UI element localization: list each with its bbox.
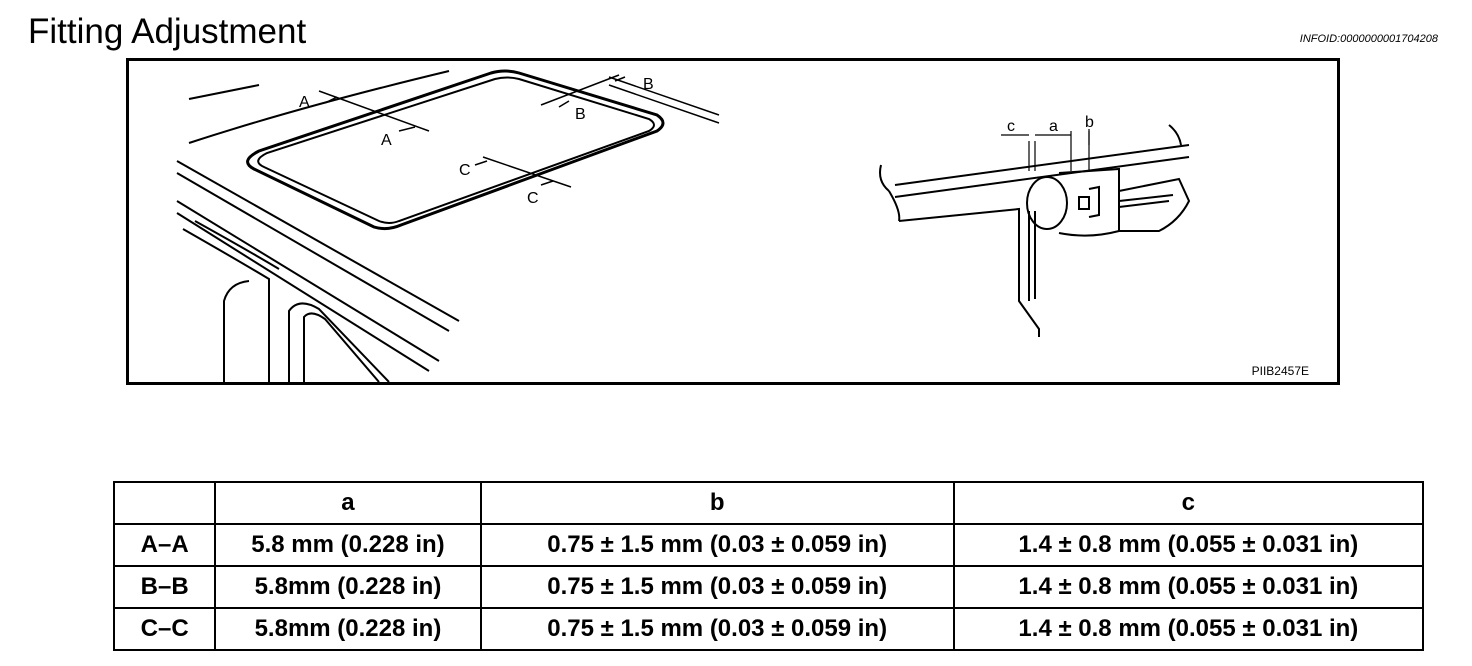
section-labels: A A B B C C c a b bbox=[299, 76, 1094, 207]
b-value-cell: 0.75 ± 1.5 mm (0.03 ± 0.059 in) bbox=[479, 565, 955, 609]
section-label-c-2: C bbox=[527, 190, 539, 207]
section-label-b-2: B bbox=[575, 106, 586, 123]
b-value-cell: 0.75 ± 1.5 mm (0.03 ± 0.059 in) bbox=[479, 607, 955, 651]
section-cell: C–C bbox=[112, 607, 217, 651]
dimension-label-b: b bbox=[1085, 114, 1094, 131]
c-value-cell: 1.4 ± 0.8 mm (0.055 ± 0.031 in) bbox=[952, 565, 1425, 609]
section-label-b-1: B bbox=[643, 76, 654, 93]
fitting-diagram: A A B B C C c a b PIIB2457E bbox=[126, 58, 1340, 385]
section-label-a-2: A bbox=[381, 132, 392, 149]
table-row: A–A 5.8 mm (0.228 in) 0.75 ± 1.5 mm (0.0… bbox=[112, 523, 1425, 567]
section-cell: B–B bbox=[112, 565, 217, 609]
table-header-cell: a bbox=[214, 481, 482, 525]
dimension-label-c: c bbox=[1007, 118, 1015, 135]
c-value-cell: 1.4 ± 0.8 mm (0.055 ± 0.031 in) bbox=[952, 523, 1425, 567]
table-header-cell: b bbox=[479, 481, 955, 525]
a-value-cell: 5.8mm (0.228 in) bbox=[214, 607, 482, 651]
page-title: Fitting Adjustment bbox=[28, 12, 307, 51]
table-row: C–C 5.8mm (0.228 in) 0.75 ± 1.5 mm (0.03… bbox=[112, 607, 1425, 651]
table-header-cell: c bbox=[952, 481, 1425, 525]
section-cell: A–A bbox=[112, 523, 217, 567]
dimension-label-a: a bbox=[1049, 118, 1058, 135]
figure-code: PIIB2457E bbox=[1251, 364, 1309, 378]
b-value-cell: 0.75 ± 1.5 mm (0.03 ± 0.059 in) bbox=[479, 523, 955, 567]
table-header-cell bbox=[112, 481, 217, 525]
c-value-cell: 1.4 ± 0.8 mm (0.055 ± 0.031 in) bbox=[952, 607, 1425, 651]
table-header-row: a b c bbox=[112, 481, 1425, 525]
diagram-drawing: A A B B C C c a b bbox=[176, 69, 1191, 382]
section-label-c-1: C bbox=[459, 162, 471, 179]
spec-table: a b c A–A 5.8 mm (0.228 in) 0.75 ± 1.5 m… bbox=[112, 481, 1425, 651]
section-label-a-1: A bbox=[299, 94, 310, 111]
info-id: INFOID:0000000001704208 bbox=[1299, 33, 1438, 45]
a-value-cell: 5.8 mm (0.228 in) bbox=[214, 523, 482, 567]
a-value-cell: 5.8mm (0.228 in) bbox=[214, 565, 482, 609]
table-row: B–B 5.8mm (0.228 in) 0.75 ± 1.5 mm (0.03… bbox=[112, 565, 1425, 609]
